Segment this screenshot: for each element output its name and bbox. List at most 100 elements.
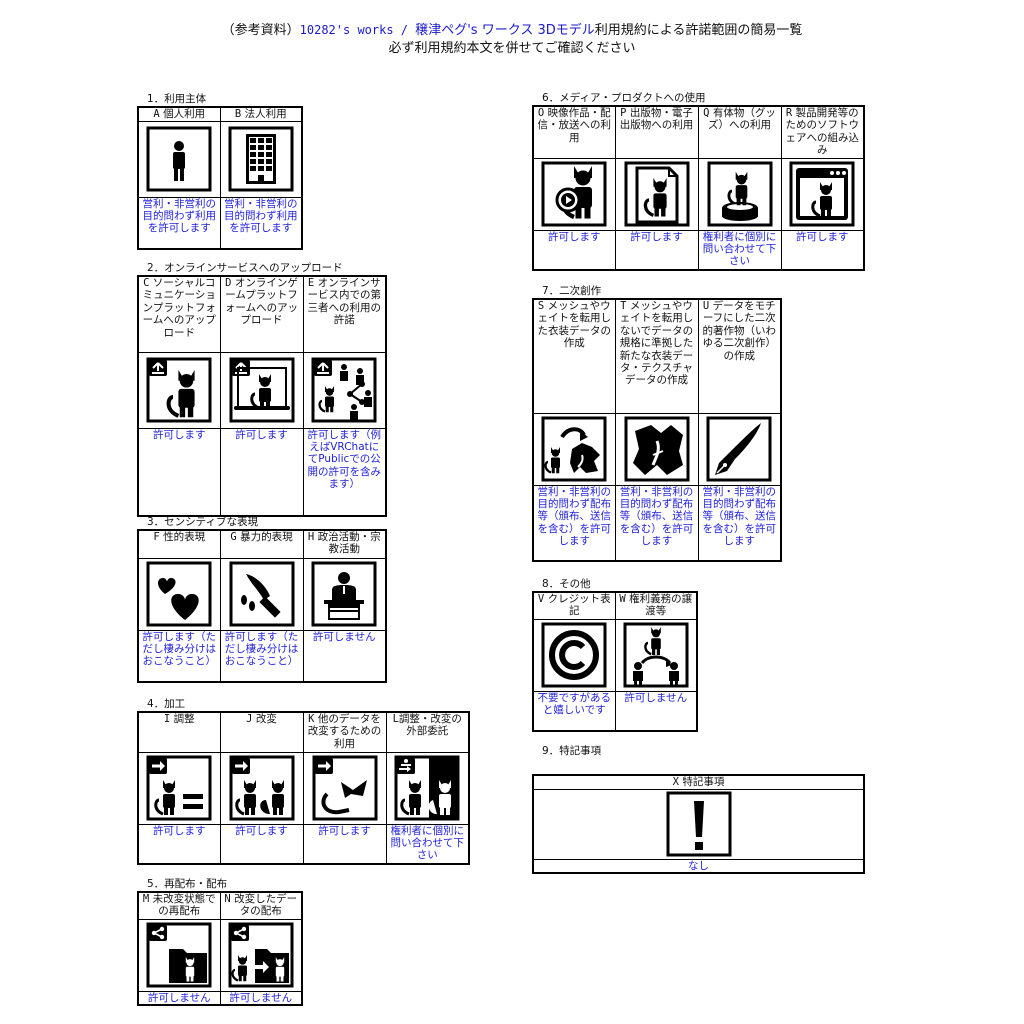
section-label: 7．二次創作: [542, 285, 602, 297]
item-header-w: W 権利義務の譲渡等: [614, 591, 698, 620]
podium-icon: [311, 561, 377, 627]
section-label: 6．メディア・プロダクトへの使用: [542, 92, 706, 104]
building-icon: [228, 126, 294, 192]
section-label: 1．利用主体: [147, 93, 207, 105]
item-header-x: X 特記事項: [532, 774, 865, 790]
permission-text: なし: [532, 858, 865, 874]
item-header-m: M 未改変状態での再配布: [137, 891, 221, 920]
permission-text: 許可します: [532, 229, 616, 271]
transfer-rights-icon: [623, 622, 689, 688]
permission-text: 許可します（ただし棲み分けはおこなうこと）: [137, 629, 221, 683]
item-header-n: N 改変したデータの配布: [219, 891, 303, 920]
permission-text: 許可します: [219, 823, 304, 865]
permission-text: 許可します: [780, 229, 865, 271]
share-third-party-icon: [311, 357, 377, 423]
item-header-o: O 映像作品・配信・放送への利用: [532, 105, 616, 159]
item-header-q: Q 有体物（グッズ）への利用: [697, 105, 782, 159]
permission-text: 営利・非営利の目的問わず配布等（頒布、送信を含む）を許可します: [532, 484, 616, 562]
figure-goods-icon: [707, 161, 772, 227]
permission-table: M 未改変状態での再配布 N 改変したデータの配布 許可しません 許可しません: [137, 891, 303, 1006]
title-brand: 10282's works /: [299, 23, 416, 37]
permission-table: F 性的表現 G 暴力的表現 H 政治活動・宗教活動 許可します（ただし棲み分け…: [137, 529, 387, 683]
permission-table: S メッシュやウェイトを転用した衣装データの作成 T メッシュやウェイトを転用し…: [532, 298, 782, 562]
section-label: 8．その他: [542, 578, 591, 590]
item-header-p: P 出版物・電子出版物への利用: [614, 105, 699, 159]
item-header-v: V クレジット表記: [532, 591, 616, 620]
section-label: 5．再配布・配布: [147, 878, 228, 890]
person-icon: [146, 126, 212, 192]
permission-table: V クレジット表記 W 権利義務の譲渡等 不要ですがあると嬉しいです 許可しませ…: [532, 591, 698, 732]
section-sensitive-expression: 3．センシティブな表現 F 性的表現 G 暴力的表現 H 政治活動・宗教活動 許…: [137, 515, 387, 683]
publication-icon: [624, 161, 689, 227]
item-header-e: E オンラインサービス内での第三者への利用の許諾: [302, 275, 387, 353]
item-header-i: I 調整: [137, 711, 221, 753]
redistribute-icon: [146, 922, 212, 988]
knife-icon: [229, 561, 294, 627]
hearts-icon: [146, 561, 212, 627]
permission-text: 許可しません: [614, 690, 698, 732]
permission-text: 許可しません: [302, 629, 387, 683]
permission-text: 営利・非営利の目的問わず配布等（頒布、送信を含む）を許可します: [697, 484, 782, 562]
distribute-modified-icon: [228, 922, 294, 988]
permission-table: C ソーシャルコミュニケーションプラットフォームへのアップロード D オンライン…: [137, 275, 387, 517]
permission-text: 営利・非営利の目的問わず配布等（頒布、送信を含む）を許可します: [614, 484, 699, 562]
item-header-b: B 法人利用: [219, 106, 303, 122]
special-notes-table-wrap: X 特記事項 なし: [532, 774, 865, 874]
section-derivative-works: 7．二次創作 S メッシュやウェイトを転用した衣装データの作成 T メッシュやウ…: [532, 284, 782, 562]
permission-text: 権利者に個別に問い合わせて下さい: [385, 823, 470, 865]
permission-text: 許可します: [302, 823, 387, 865]
item-header-h: H 政治活動・宗教活動: [302, 529, 387, 559]
section-label: 3．センシティブな表現: [147, 516, 259, 528]
parts-reuse-icon: [312, 755, 377, 821]
section-online-upload: 2．オンラインサービスへのアップロード C ソーシャルコミュニケーションプラット…: [137, 261, 387, 517]
section-modification: 4．加工 I 調整 J 改変 K 他のデータを改変するための利用 L調整・改変の…: [137, 697, 470, 865]
permission-table: O 映像作品・配信・放送への利用 P 出版物・電子出版物への利用 Q 有体物（グ…: [532, 105, 865, 271]
adjust-icon: [146, 755, 212, 821]
video-icon: [541, 161, 607, 227]
section-label: 4．加工: [147, 698, 186, 710]
item-header-g: G 暴力的表現: [219, 529, 304, 559]
item-header-f: F 性的表現: [137, 529, 221, 559]
clothing-convert-icon: [541, 416, 607, 482]
section-special-notes: 9．特記事項: [532, 744, 601, 758]
permission-table: I 調整 J 改変 K 他のデータを改変するための利用 L調整・改変の外部委託 …: [137, 711, 470, 865]
item-header-j: J 改変: [219, 711, 304, 753]
permission-text: 許可します: [137, 823, 221, 865]
copyright-icon: [541, 622, 607, 688]
permission-text: 許可しません: [219, 990, 303, 1006]
item-header-a: A 個人利用: [137, 106, 221, 122]
title-prefix: （参考資料）: [221, 23, 300, 38]
item-header-l: L調整・改変の外部委託: [385, 711, 470, 753]
item-header-t: T メッシュやウェイトを転用しないでデータの規格に準拠した新たな衣装データ・テク…: [614, 298, 699, 414]
outsource-icon: [394, 755, 460, 821]
section-usage-subject: 1．利用主体 A 個人利用 B 法人利用 営利・非営利の目的問わず利用を許可しま…: [137, 92, 303, 250]
title-suffix: 利用規約による許諾範囲の簡易一覧: [594, 23, 803, 38]
permission-text: 許可します: [614, 229, 699, 271]
upload-social-icon: [146, 357, 212, 423]
section-label: 2．オンラインサービスへのアップロード: [147, 262, 343, 274]
permission-text: 権利者に個別に問い合わせて下さい: [697, 229, 782, 271]
exclamation-icon: [666, 791, 731, 857]
permission-text: 許可しません: [137, 990, 221, 1006]
document-title: （参考資料）10282's works / 穣津ペグ's ワークス 3Dモデル利…: [0, 20, 1024, 41]
item-header-k: K 他のデータを改変するための利用: [302, 711, 387, 753]
title-brand-jp: 穣津ペグ's ワークス 3Dモデル: [415, 23, 595, 38]
item-header-d: D オンラインゲームプラットフォームへのアップロード: [219, 275, 304, 353]
permission-text: 不要ですがあると嬉しいです: [532, 690, 616, 732]
clothing-icon: [624, 416, 689, 482]
section-media-product: 6．メディア・プロダクトへの使用 O 映像作品・配信・放送への利用 P 出版物・…: [532, 91, 865, 271]
item-header-c: C ソーシャルコミュニケーションプラットフォームへのアップロード: [137, 275, 221, 353]
section-other: 8．その他 V クレジット表記 W 権利義務の譲渡等 不要ですがあると嬉しいです…: [532, 577, 698, 732]
permission-text: 許可します: [137, 427, 221, 517]
item-header-u: U データをモチーフにした二次的著作物（いわゆる二次創作）の作成: [697, 298, 782, 414]
software-window-icon: [789, 161, 855, 227]
permission-table: A 個人利用 B 法人利用 営利・非営利の目的問わず利用を許可します 営利・非営…: [137, 106, 303, 250]
section-redistribution: 5．再配布・配布 M 未改変状態での再配布 N 改変したデータの配布 許可しませ…: [137, 877, 303, 1006]
modify-icon: [229, 755, 294, 821]
permission-table: X 特記事項 なし: [532, 774, 865, 874]
permission-text: 許可します（ただし棲み分けはおこなうこと）: [219, 629, 304, 683]
permission-text: 許可します: [219, 427, 304, 517]
document-subtitle: 必ず利用規約本文を併せてご確認ください: [388, 41, 636, 56]
permission-text: 営利・非営利の目的問わず利用を許可します: [137, 196, 221, 250]
item-header-s: S メッシュやウェイトを転用した衣装データの作成: [532, 298, 616, 414]
